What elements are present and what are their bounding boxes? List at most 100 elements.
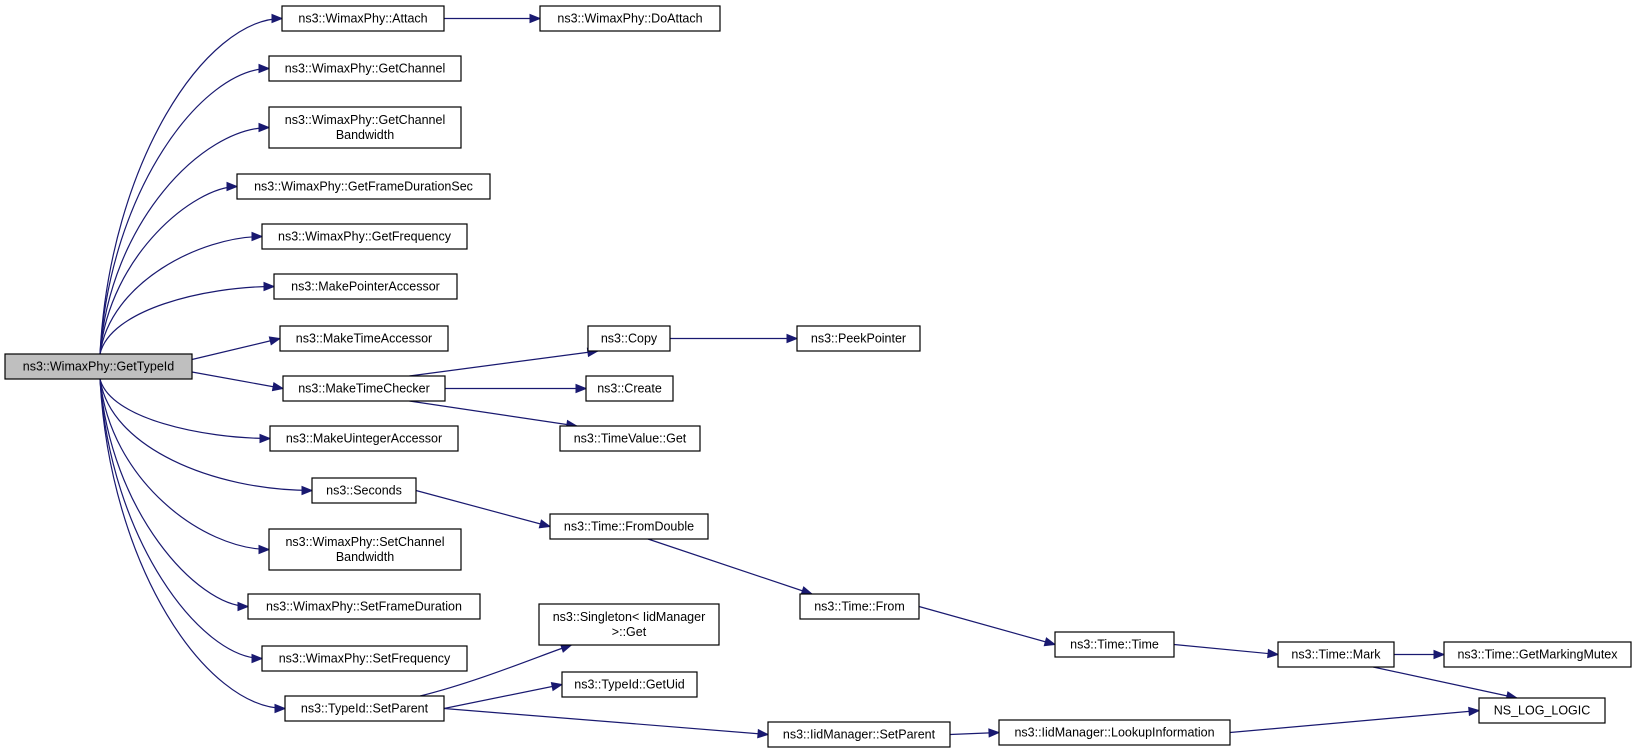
node-label: ns3::WimaxPhy::Attach (298, 12, 427, 26)
arrowhead-icon (529, 13, 542, 24)
function-node-mkptracc[interactable]: ns3::MakePointerAccessor (273, 273, 458, 300)
edge-line (1372, 666, 1517, 699)
call-edge-root-to-setparent (99, 378, 287, 714)
node-box (279, 325, 449, 352)
function-node-mkuintacc[interactable]: ns3::MakeUintegerAccessor (269, 425, 459, 452)
arrowhead-icon (271, 13, 284, 24)
arrowhead-icon (268, 336, 282, 346)
node-box (539, 5, 721, 32)
arrowhead-icon (258, 63, 271, 74)
function-node-attach[interactable]: ns3::WimaxPhy::Attach (281, 5, 445, 32)
function-node-from[interactable]: ns3::Time::From (799, 593, 920, 620)
function-node-seconds[interactable]: ns3::Seconds (311, 477, 417, 504)
node-box (236, 173, 491, 200)
edge-line (443, 707, 769, 736)
function-node-create[interactable]: ns3::Create (585, 375, 674, 402)
node-box (261, 645, 468, 672)
node-box (549, 513, 709, 540)
function-node-lookup[interactable]: ns3::IidManager::LookupInformation (998, 719, 1231, 746)
node-label: ns3::MakeTimeChecker (298, 382, 430, 396)
function-node-getfreq[interactable]: ns3::WimaxPhy::GetFrequency (261, 223, 468, 250)
call-edge-root-to-setchbw (99, 378, 271, 555)
arrowhead-icon (226, 181, 239, 192)
node-box (311, 477, 417, 504)
node-box (561, 671, 698, 698)
function-node-iidsetparent[interactable]: ns3::IidManager::SetParent (767, 721, 951, 748)
call-edge-time-to-mark (1173, 643, 1280, 659)
edge-line (99, 378, 270, 551)
edge-line (409, 350, 598, 377)
function-node-copy[interactable]: ns3::Copy (587, 325, 671, 352)
node-box (998, 719, 1231, 746)
function-node-singleton[interactable]: ns3::Singleton< IidManager>::Get (538, 603, 720, 646)
node-box (538, 603, 720, 646)
call-edge-root-to-attach (99, 13, 284, 355)
node-label: ns3::Time::Time (1070, 638, 1159, 652)
call-edge-mktimechk-to-create (445, 383, 588, 394)
arrowhead-icon (271, 381, 285, 392)
call-edge-mark-to-nslog (1372, 666, 1519, 701)
node-layer: ns3::WimaxPhy::GetTypeId ns3::WimaxPhy::A… (4, 5, 1632, 748)
node-box (587, 325, 671, 352)
edge-line (1229, 709, 1480, 734)
arrowhead-icon (251, 231, 264, 242)
node-label: ns3::WimaxPhy::GetFrequency (278, 230, 452, 244)
edge-line (99, 378, 271, 440)
function-node-doattach[interactable]: ns3::WimaxPhy::DoAttach (539, 5, 721, 32)
edge-line (409, 400, 577, 427)
call-edge-iidsetparent-to-lookup (949, 728, 1001, 738)
call-edge-root-to-mktimechk (191, 371, 285, 392)
call-edge-from-to-time (918, 605, 1057, 647)
edge-line (415, 489, 551, 528)
arrowhead-icon (575, 383, 588, 394)
node-box (4, 353, 193, 380)
node-box (268, 55, 462, 82)
edge-line (918, 605, 1056, 646)
node-label: ns3::Singleton< IidManager (553, 610, 706, 624)
node-box (585, 375, 674, 402)
function-node-getchannel[interactable]: ns3::WimaxPhy::GetChannel (268, 55, 462, 82)
edge-line (1173, 643, 1279, 656)
function-node-tvget[interactable]: ns3::TimeValue::Get (559, 425, 701, 452)
function-node-nslog[interactable]: NS_LOG_LOGIC (1478, 697, 1606, 724)
edge-line (99, 285, 275, 355)
call-edge-root-to-getchannel (99, 63, 271, 355)
function-node-setframedur[interactable]: ns3::WimaxPhy::SetFrameDuration (247, 593, 481, 620)
call-edge-mktimechk-to-copy (409, 347, 600, 377)
arrowhead-icon (1267, 648, 1280, 659)
node-label: ns3::Seconds (326, 484, 402, 498)
function-node-getframedur[interactable]: ns3::WimaxPhy::GetFrameDurationSec (236, 173, 491, 200)
call-edge-copy-to-peek (670, 333, 799, 344)
edge-line (99, 17, 283, 355)
function-node-mutex[interactable]: ns3::Time::GetMarkingMutex (1443, 641, 1632, 668)
function-node-time[interactable]: ns3::Time::Time (1054, 631, 1175, 658)
function-node-setparent[interactable]: ns3::TypeId::SetParent (284, 695, 445, 722)
function-node-root[interactable]: ns3::WimaxPhy::GetTypeId (4, 353, 193, 380)
function-node-mktimeacc[interactable]: ns3::MakeTimeAccessor (279, 325, 449, 352)
function-node-setfreq[interactable]: ns3::WimaxPhy::SetFrequency (261, 645, 468, 672)
call-edge-root-to-mkuintacc (99, 378, 272, 444)
call-edge-setparent-to-iidsetparent (443, 707, 770, 739)
function-node-peek[interactable]: ns3::PeekPointer (796, 325, 921, 352)
node-box (273, 273, 458, 300)
node-label: ns3::Time::From (814, 600, 905, 614)
node-label: ns3::WimaxPhy::GetTypeId (23, 360, 174, 374)
node-label: ns3::PeekPointer (811, 332, 906, 346)
node-label: Bandwidth (336, 550, 394, 564)
edge-layer (99, 13, 1519, 739)
node-box (1478, 697, 1606, 724)
arrowhead-icon (251, 653, 264, 664)
node-label: ns3::IidManager::SetParent (783, 728, 936, 742)
function-node-mark[interactable]: ns3::Time::Mark (1277, 641, 1395, 668)
node-label: ns3::TypeId::GetUid (574, 678, 685, 692)
function-node-fromdouble[interactable]: ns3::Time::FromDouble (549, 513, 709, 540)
function-node-mktimechk[interactable]: ns3::MakeTimeChecker (282, 375, 446, 402)
edge-line (99, 185, 238, 355)
function-node-getuid[interactable]: ns3::TypeId::GetUid (561, 671, 698, 698)
node-label: ns3::IidManager::LookupInformation (1014, 726, 1214, 740)
edge-line (99, 235, 263, 355)
node-label: ns3::WimaxPhy::DoAttach (557, 12, 702, 26)
node-label: Bandwidth (336, 128, 394, 142)
